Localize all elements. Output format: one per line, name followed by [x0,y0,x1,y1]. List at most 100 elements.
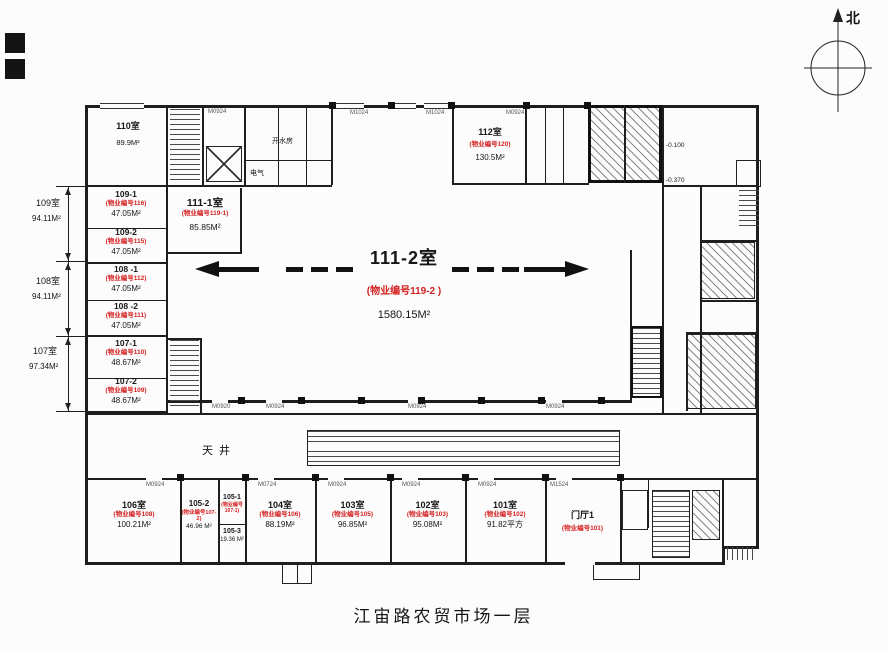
wall [85,413,759,415]
elevation-mark-1: -0.100 [666,142,685,149]
room-112-area: 130.5M² [475,152,505,162]
dim-108-room: 108室 [36,276,61,286]
arrow-left-icon [195,261,219,277]
column [418,397,425,404]
wall [85,262,168,264]
wall [240,188,242,254]
arrow-right-shaft [524,267,565,272]
column [542,474,549,481]
scan-mark [5,59,25,79]
room-106-name: 106室 [121,500,147,510]
room-lobby: 门厅1 (物业编号101) [547,509,618,534]
room-105-2: 105-2 (物业编号107-2) 46.96 M² [181,499,217,532]
stall-aisle [308,444,619,450]
washroom-lower [687,334,756,409]
room-107-2-area: 48.67M² [111,396,141,406]
room-108-1-prop: (物业编号112) [105,275,147,283]
room-111-1-prop: (物业编号119-1) [181,210,229,218]
wall [85,228,168,229]
dim-arrow-icon [65,338,71,345]
wall [245,478,247,564]
wall [525,105,527,185]
room-107-1: 107-1 (物业编号110) 48.67M² [88,338,164,369]
door-code: M0920 [212,404,231,410]
stairs-top-left [170,109,200,183]
wall [85,105,759,108]
dimension-line [68,186,69,412]
room-107-1-name: 107-1 [115,338,137,348]
door-opening [408,400,424,403]
wall [722,546,725,565]
wall [85,562,725,565]
column [478,397,485,404]
room-lobby-prop: (物业编号101) [561,525,604,533]
column [388,102,395,109]
door-code: M1024 [426,110,445,116]
room-108-2: 108 -2 (物业编号111) 47.05M² [88,301,164,332]
wall [620,478,622,564]
room-105-3-area: 19.36 M² [220,537,244,544]
room-102: 102室 (物业编号103) 95.08M² [392,499,463,531]
wall [180,478,182,564]
wall [85,335,168,337]
dim-arrow-icon [65,403,71,410]
column [177,474,184,481]
hatch-bottom-right [692,490,720,540]
room-105-1-prop: (物业编号107-1) [221,502,243,515]
wall [306,105,307,185]
room-102-prop: (物业编号103) [406,511,449,519]
door-opening [266,400,282,403]
north-label: 北 [846,10,860,26]
wall [545,478,547,564]
room-109-2: 109-2 (物业编号115) 47.05M² [88,227,164,258]
room-105-1-name: 105-1 [223,494,241,501]
column [462,474,469,481]
washroom-upper [701,242,755,299]
door-opening [146,478,162,480]
wall [297,563,298,584]
wall [218,524,247,525]
room-108-1-area: 47.05M² [111,284,141,294]
room-111-2-name: 111-2室 [369,248,439,268]
door-code: M1024 [350,110,369,116]
room-105-3-name: 105-3 [223,528,241,535]
room-111-2: 111-2室 [344,246,464,270]
equipment-box [206,146,242,182]
dash-mark [477,267,494,272]
column [387,474,394,481]
room-109-1-name: 109-1 [115,189,137,199]
door-code: M0924 [146,482,165,488]
column [617,474,624,481]
column [298,397,305,404]
column [329,102,336,109]
column [584,102,591,109]
room-110-area: 89.9M² [116,138,140,148]
room-111-2-area: 1580.15M² [377,309,431,321]
window [424,103,448,109]
door-opening [478,478,494,480]
door-code: M0924 [506,110,525,116]
room-111-1-area: 85.85M² [189,221,221,232]
wall [527,183,589,185]
wall [244,160,331,161]
room-104-area: 88.19M² [265,519,295,529]
column [538,397,545,404]
south-annex-2 [593,563,640,580]
room-110-name: 110室 [116,121,140,131]
room-103-name: 103室 [340,500,365,510]
arrow-right-icon [565,261,589,277]
dimension-tick [56,186,86,187]
door-opening [556,478,572,480]
room-111-2-prop-wrap: (物业编号119-2 ) [344,285,464,299]
room-108-1: 108 -1 (物业编号112) 47.05M² [88,264,164,295]
wall [331,105,333,185]
room-108-2-prop: (物业编号111) [105,312,147,320]
door-opening [546,400,562,403]
window [336,103,364,109]
room-106-area: 100.21M² [117,519,151,529]
room-106: 106室 (物业编号108) 100.21M² [90,499,178,531]
room-110: 110室 89.9M² [92,120,164,148]
column [242,474,249,481]
room-106-prop: (物业编号108) [113,511,155,519]
door-code: M0924 [546,404,565,410]
